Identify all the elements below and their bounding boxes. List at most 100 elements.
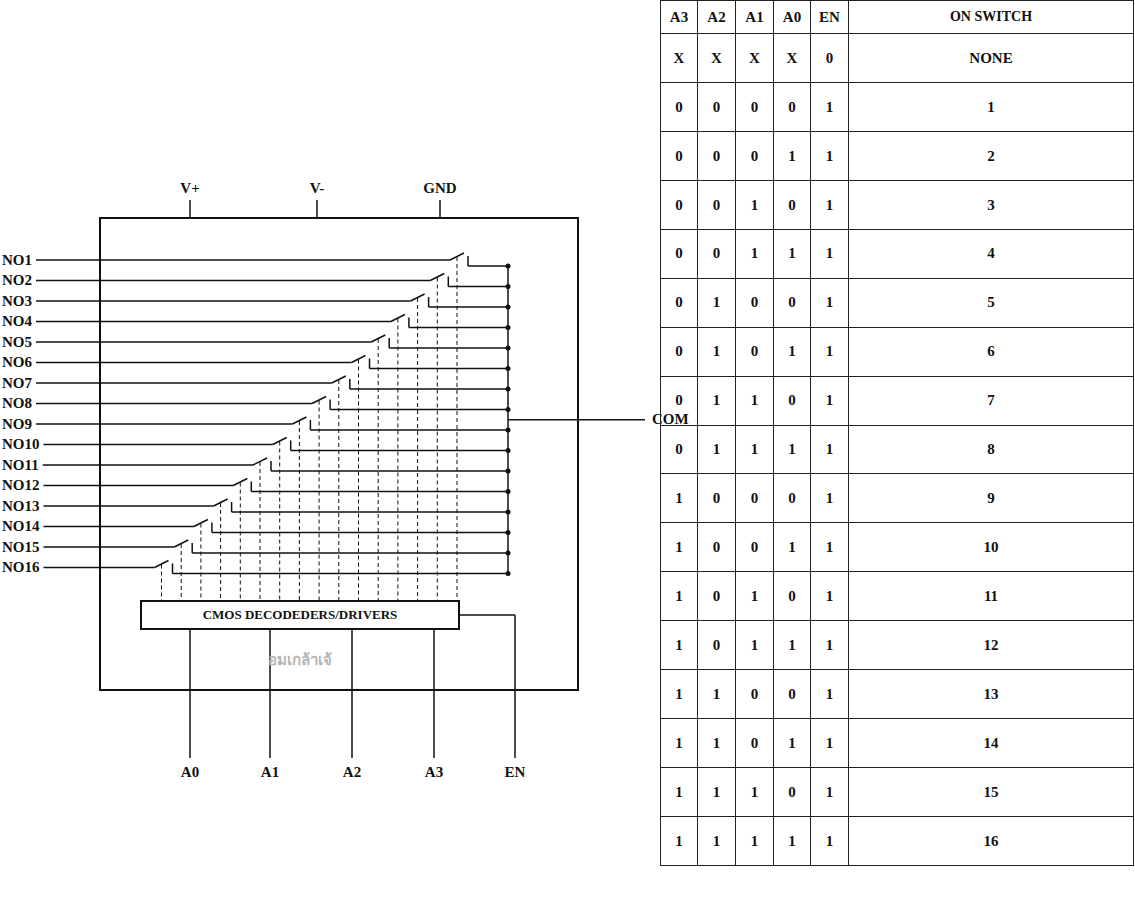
table-cell: 1 xyxy=(735,425,774,475)
supply-pin xyxy=(439,200,441,218)
table-cell: 1 xyxy=(735,620,774,670)
table-cell: X xyxy=(735,33,774,83)
input-wire xyxy=(43,464,253,466)
output-wire xyxy=(370,368,509,370)
table-cell: 0 xyxy=(697,229,736,279)
pin-name: V- xyxy=(310,181,325,196)
table-cell: 1 xyxy=(810,767,849,817)
control-line xyxy=(378,339,379,600)
table-cell: EN xyxy=(810,0,849,34)
table-value: 3 xyxy=(987,197,995,214)
table-value: 1 xyxy=(788,148,796,165)
control-line xyxy=(397,319,398,601)
table-value: 1 xyxy=(751,833,759,850)
input-wire xyxy=(44,505,214,507)
table-cell: 1 xyxy=(773,229,811,279)
switch-contact xyxy=(329,400,331,410)
table-value: 1 xyxy=(751,197,759,214)
switch-input-pin: NO1 xyxy=(2,253,32,268)
table-value: 1 xyxy=(751,588,759,605)
supply-pin xyxy=(316,200,318,218)
table-cell: 7 xyxy=(848,376,1134,426)
output-wire xyxy=(271,470,508,472)
table-value: 1 xyxy=(826,686,834,703)
table-cell: 12 xyxy=(848,620,1134,670)
table-cell: 0 xyxy=(660,376,698,426)
input-wire xyxy=(36,259,450,261)
switch-contact xyxy=(270,461,272,471)
table-cell: X xyxy=(697,33,736,83)
table-value: X xyxy=(674,50,685,67)
table-value: 0 xyxy=(751,539,759,556)
table-cell: 0 xyxy=(773,180,811,230)
input-wire xyxy=(36,321,391,323)
input-wire xyxy=(44,444,273,446)
table-value: 1 xyxy=(826,197,834,214)
table-cell: 1 xyxy=(660,816,698,866)
table-value: 1 xyxy=(751,637,759,654)
switch-input-pin: NO2 xyxy=(2,273,32,288)
input-wire xyxy=(36,362,352,364)
table-value: 11 xyxy=(984,588,998,605)
switch-contact xyxy=(231,502,233,512)
table-value: X xyxy=(749,50,760,67)
table-value: 1 xyxy=(826,784,834,801)
table-cell: A1 xyxy=(735,0,774,34)
control-line xyxy=(161,565,162,601)
table-value: 0 xyxy=(788,392,796,409)
chip-housing xyxy=(100,218,578,690)
table-cell: 0 xyxy=(773,278,811,328)
table-value: 0 xyxy=(713,588,721,605)
input-wire xyxy=(44,546,175,548)
table-cell: 1 xyxy=(660,767,698,817)
table-cell: 16 xyxy=(848,816,1134,866)
output-wire xyxy=(291,450,508,452)
table-value: 1 xyxy=(675,539,683,556)
table-cell: 8 xyxy=(848,425,1134,475)
output-wire xyxy=(310,429,508,431)
table-cell: 0 xyxy=(697,82,736,132)
table-cell: 2 xyxy=(848,131,1134,181)
switch-contact xyxy=(290,441,292,451)
table-value: X xyxy=(711,50,722,67)
table-value: 1 xyxy=(826,343,834,360)
table-cell: 1 xyxy=(810,816,849,866)
table-value: 12 xyxy=(984,637,999,654)
switch-contact xyxy=(388,338,390,348)
table-cell: 1 xyxy=(773,718,811,768)
table-value: 0 xyxy=(751,490,759,507)
control-line xyxy=(457,257,458,600)
table-cell: 1 xyxy=(773,131,811,181)
switch-contact xyxy=(251,482,253,492)
switch-contact xyxy=(349,379,351,389)
table-cell: 0 xyxy=(660,425,698,475)
pin-name: A2 xyxy=(343,765,361,780)
table-value: 0 xyxy=(675,197,683,214)
table-cell: 1 xyxy=(660,669,698,719)
input-wire xyxy=(36,403,312,405)
switch-input-pin: NO4 xyxy=(2,314,32,329)
address-pin xyxy=(351,630,353,758)
table-cell: 0 xyxy=(735,278,774,328)
table-value: 0 xyxy=(713,637,721,654)
table-cell: 1 xyxy=(735,376,774,426)
table-value: 4 xyxy=(987,245,995,262)
table-value: 0 xyxy=(713,148,721,165)
table-value: 2 xyxy=(987,148,995,165)
control-line xyxy=(240,483,241,601)
table-value: 1 xyxy=(788,735,796,752)
table-cell: A2 xyxy=(697,0,736,34)
table-cell: 1 xyxy=(773,327,811,377)
pin-name: V+ xyxy=(180,181,199,196)
pin-name: GND xyxy=(423,181,456,196)
table-value: 1 xyxy=(826,588,834,605)
table-cell: A3 xyxy=(660,0,698,34)
switch-input-pin: NO8 xyxy=(2,396,32,411)
table-value: X xyxy=(787,50,798,67)
table-cell: 1 xyxy=(660,473,698,523)
table-value: 1 xyxy=(826,539,834,556)
switch-contact xyxy=(408,318,410,328)
table-header: A3 xyxy=(670,9,688,26)
table-value: 0 xyxy=(751,99,759,116)
